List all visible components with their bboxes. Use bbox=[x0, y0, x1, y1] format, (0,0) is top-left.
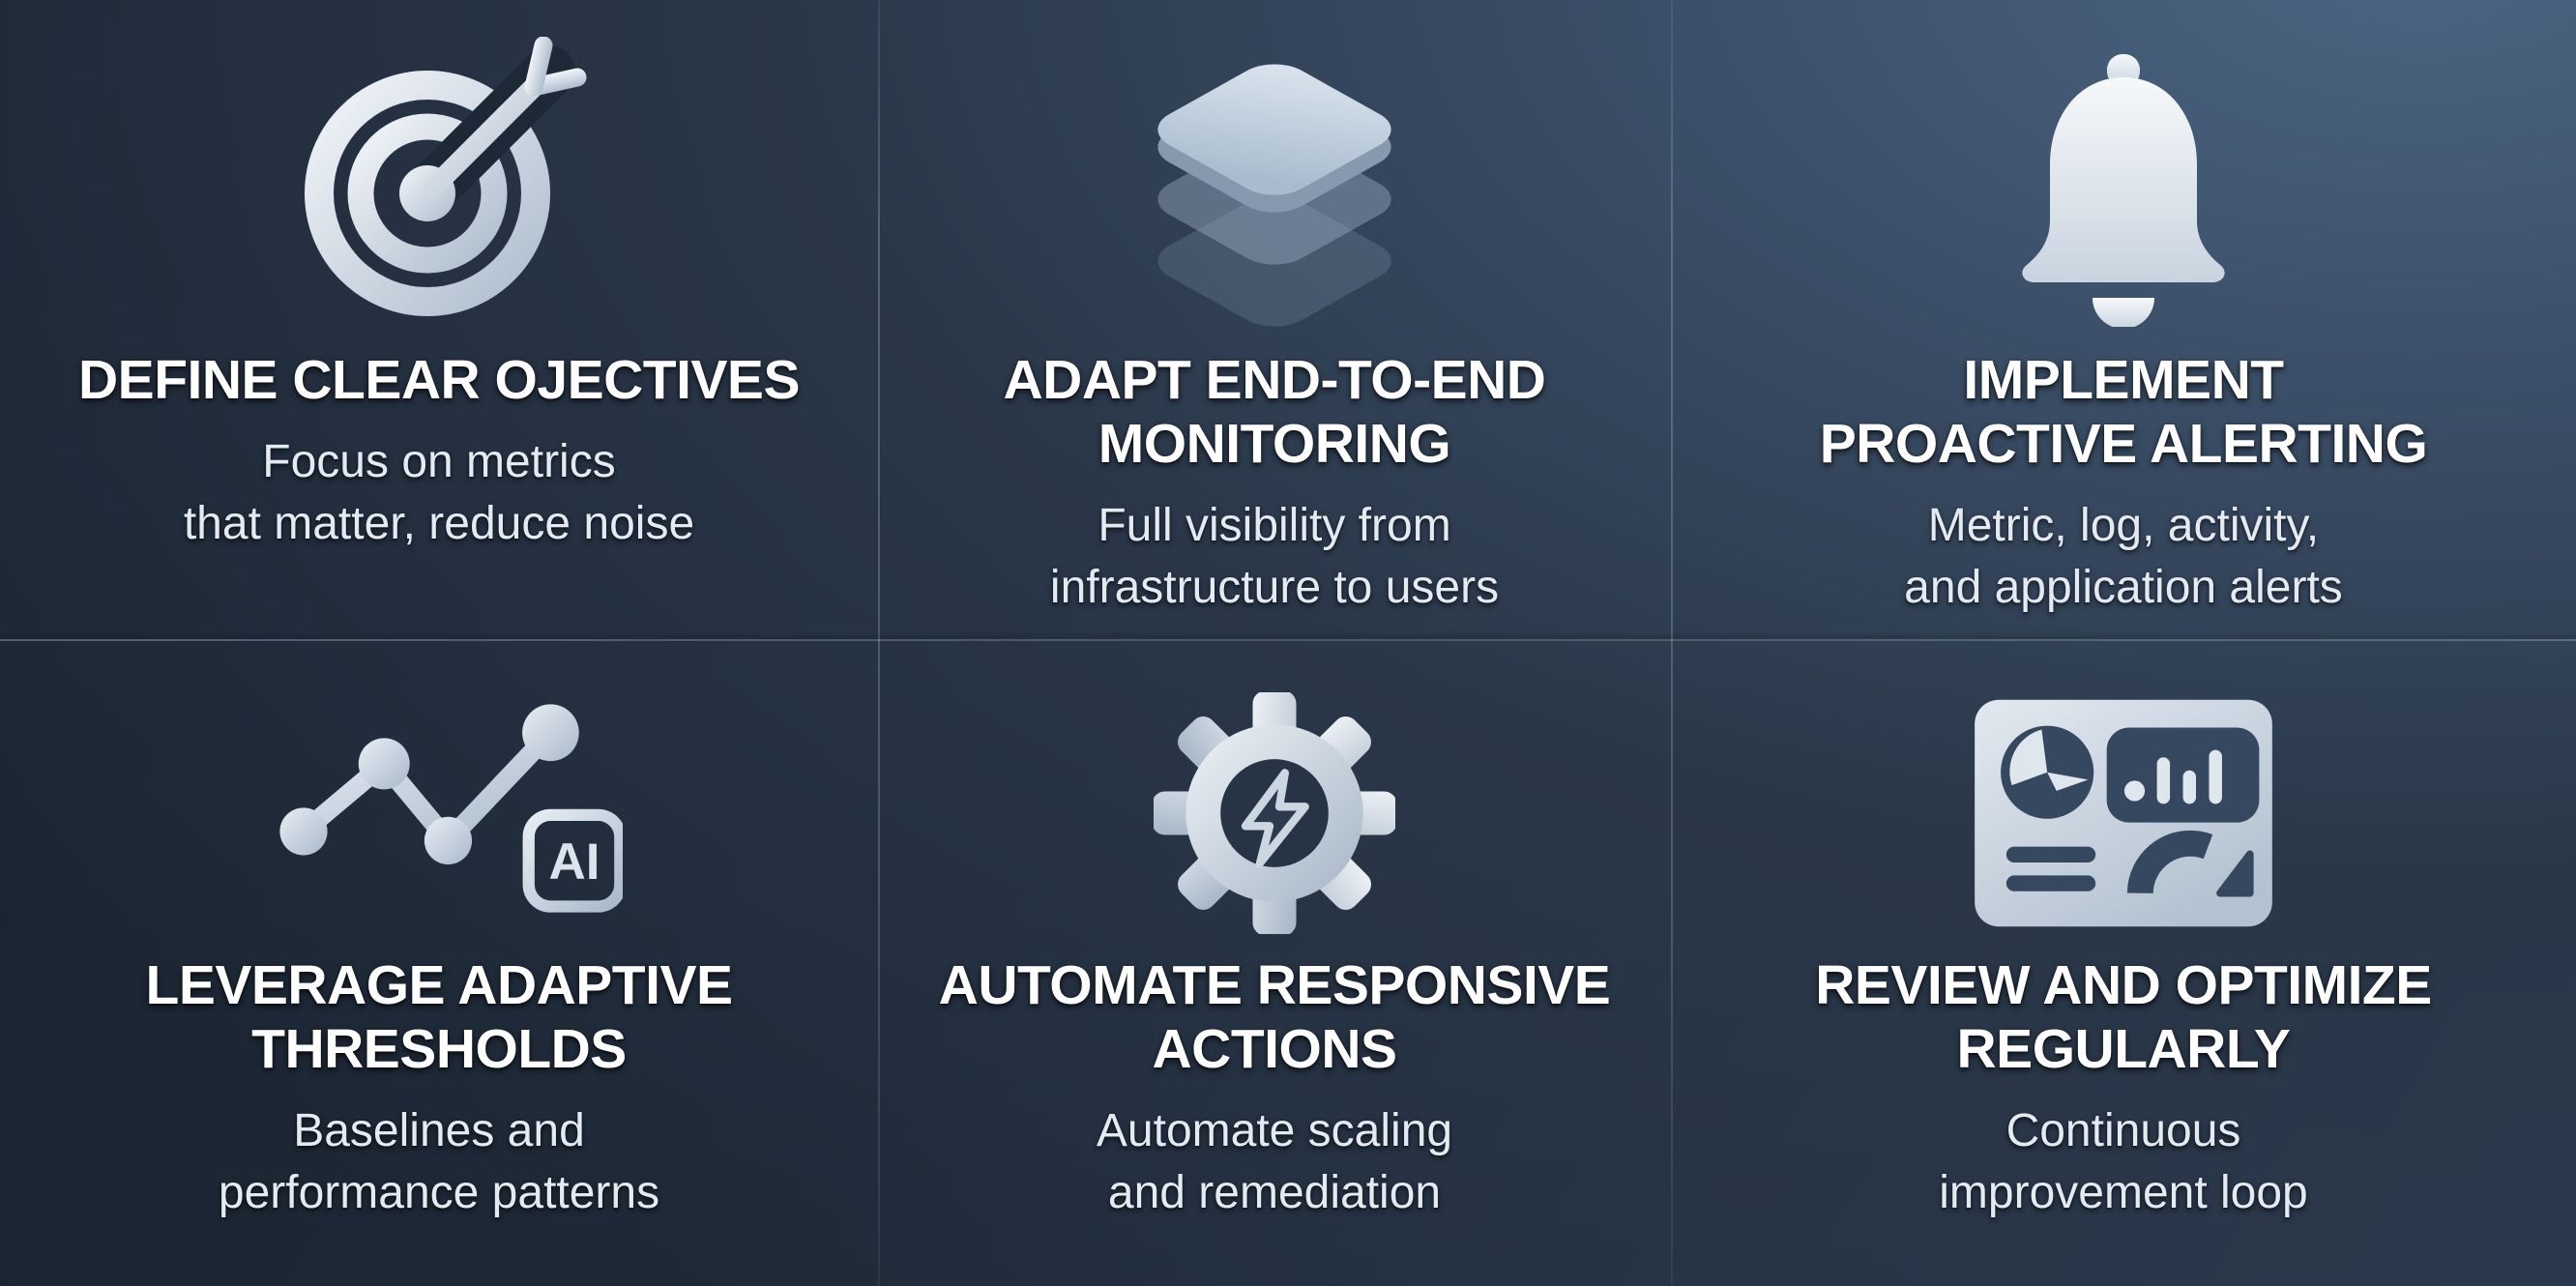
card-automate-responsive-actions: AUTOMATE RESPONSIVE ACTIONS Automate sca… bbox=[878, 640, 1671, 1286]
card-subtitle-line: Metric, log, activity, bbox=[1927, 500, 2320, 551]
card-adapt-end-to-end-monitoring: ADAPT END-TO-END MONITORING Full visibil… bbox=[878, 0, 1671, 640]
card-subtitle-line: and application alerts bbox=[1904, 562, 2343, 613]
target-arrow-icon bbox=[284, 37, 594, 327]
card-title-line: AUTOMATE RESPONSIVE bbox=[938, 954, 1611, 1016]
card-title-line: DEFINE CLEAR OJECTIVES bbox=[78, 349, 800, 411]
card-subtitle: Baselines and performance patterns bbox=[219, 1100, 659, 1224]
card-implement-proactive-alerting: IMPLEMENT PROACTIVE ALERTING Metric, log… bbox=[1671, 0, 2576, 640]
card-title-line: PROACTIVE ALERTING bbox=[1819, 413, 2428, 475]
card-subtitle-line: Full visibility from bbox=[1098, 500, 1451, 551]
card-title-line: REVIEW AND OPTIMIZE bbox=[1815, 954, 2432, 1016]
card-title-line: IMPLEMENT bbox=[1963, 349, 2284, 411]
card-review-and-optimize-regularly: REVIEW AND OPTIMIZE REGULARLY Continuous… bbox=[1671, 640, 2576, 1286]
card-title: AUTOMATE RESPONSIVE ACTIONS bbox=[939, 953, 1611, 1081]
card-subtitle-line: improvement loop bbox=[1939, 1167, 2308, 1218]
card-title: LEVERAGE ADAPTIVE THRESHOLDS bbox=[146, 953, 733, 1081]
layers-stack-icon bbox=[1129, 37, 1420, 327]
card-subtitle: Full visibility from infrastructure to u… bbox=[1050, 495, 1499, 619]
card-define-clear-objectives: DEFINE CLEAR OJECTIVES Focus on metrics … bbox=[0, 0, 878, 640]
card-leverage-adaptive-thresholds: AI LEVERAGE ADAPTIVE THRESHOLDS Baseline… bbox=[0, 640, 878, 1286]
card-subtitle-line: that matter, reduce noise bbox=[183, 498, 695, 549]
gear-lightning-icon bbox=[1154, 692, 1395, 934]
card-subtitle-line: Focus on metrics bbox=[262, 436, 616, 487]
card-title-line: REGULARLY bbox=[1956, 1018, 2291, 1080]
card-title: IMPLEMENT PROACTIVE ALERTING bbox=[1820, 348, 2428, 476]
card-title: DEFINE CLEAR OJECTIVES bbox=[78, 348, 800, 412]
row-divider bbox=[0, 639, 2576, 641]
card-title: ADAPT END-TO-END MONITORING bbox=[1004, 348, 1546, 476]
card-title-line: MONITORING bbox=[1098, 413, 1451, 475]
card-title: REVIEW AND OPTIMIZE REGULARLY bbox=[1815, 953, 2432, 1081]
card-subtitle: Focus on metrics that matter, reduce noi… bbox=[184, 431, 694, 555]
column-divider bbox=[1671, 0, 1673, 1286]
card-subtitle-line: and remediation bbox=[1107, 1167, 1442, 1218]
dashboard-icon bbox=[1964, 694, 2283, 932]
card-title-line: ADAPT END-TO-END bbox=[1003, 349, 1546, 411]
card-subtitle: Continuous improvement loop bbox=[1939, 1100, 2308, 1224]
column-divider bbox=[878, 0, 880, 1286]
card-subtitle-line: Automate scaling bbox=[1096, 1105, 1453, 1156]
trend-chart-ai-icon: AI bbox=[255, 694, 623, 932]
card-title-line: ACTIONS bbox=[1152, 1018, 1397, 1080]
card-subtitle-line: performance patterns bbox=[218, 1167, 660, 1218]
card-title-line: THRESHOLDS bbox=[251, 1018, 627, 1080]
card-subtitle-line: infrastructure to users bbox=[1049, 562, 1500, 613]
card-subtitle: Metric, log, activity, and application a… bbox=[1904, 495, 2343, 619]
card-subtitle-line: Baselines and bbox=[293, 1105, 585, 1156]
card-subtitle-line: Continuous bbox=[2005, 1105, 2241, 1156]
card-title-line: LEVERAGE ADAPTIVE bbox=[145, 954, 733, 1016]
card-subtitle: Automate scaling and remediation bbox=[1097, 1100, 1452, 1224]
bell-icon bbox=[1978, 37, 2269, 327]
ai-badge-label: AI bbox=[549, 833, 600, 891]
